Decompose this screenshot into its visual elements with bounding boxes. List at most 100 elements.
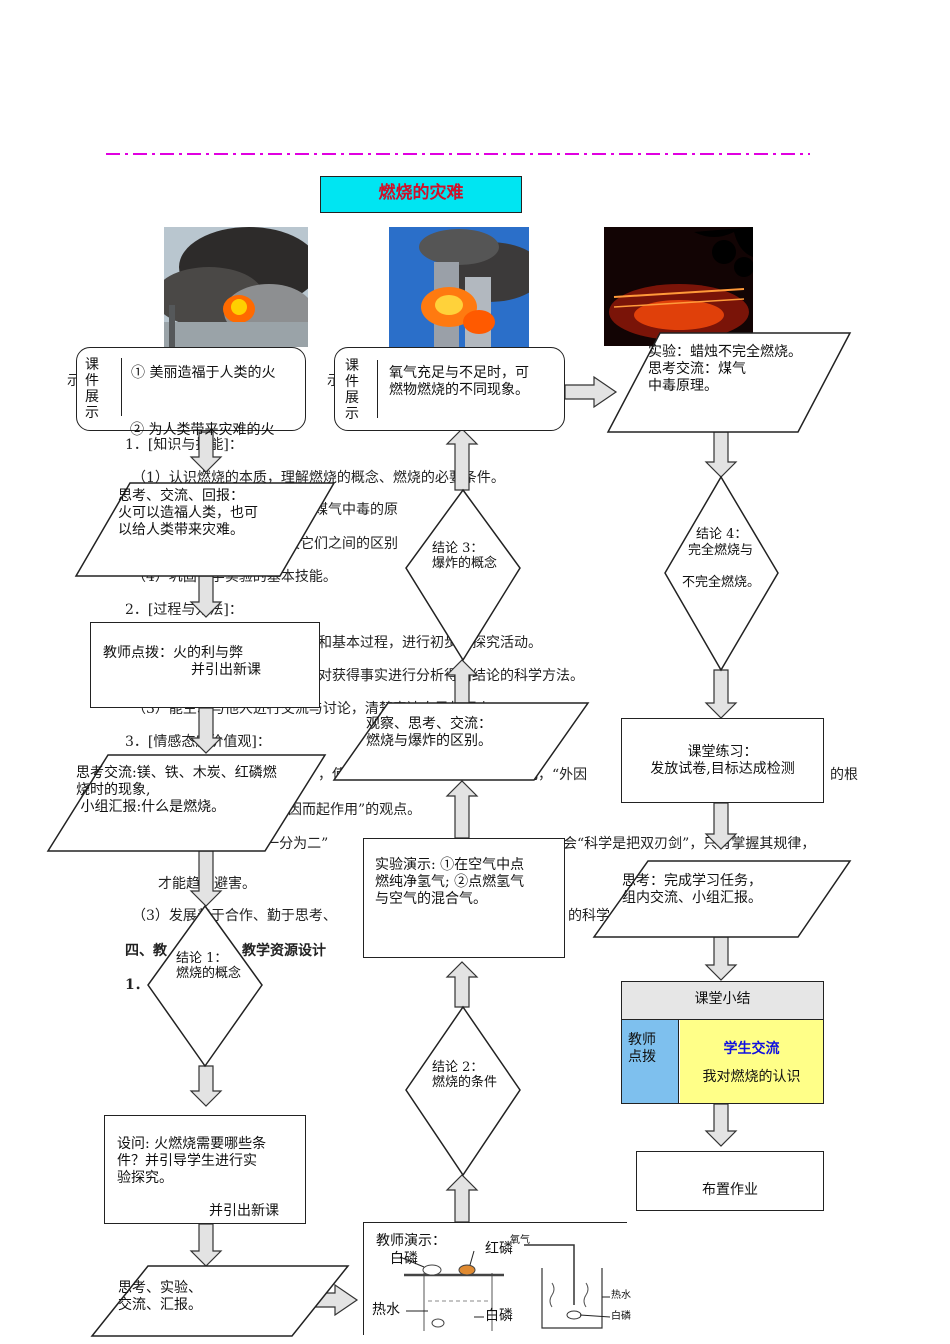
show1-divider <box>121 358 122 416</box>
summary-box: 课堂小结 教师点拨 学生交流 我对燃烧的认识 <box>621 981 824 1104</box>
bg-text-8: 对获得事实进行分析得出结论的科学方法。 <box>318 668 584 684</box>
label-oxygen: 氧气 <box>510 1235 530 1246</box>
practice-line1: 课堂练习： <box>687 744 758 760</box>
page-title: 燃烧的灾难 <box>378 183 464 203</box>
teacher-demo-title: 教师演示： <box>376 1233 446 1249</box>
concl1-text: 结论 1： 燃烧的概念 <box>176 951 242 981</box>
question-box: 设问: 火燃烧需要哪些条 件？并引导学生进行实 验探究。 并引出新课 <box>104 1115 306 1224</box>
arrow-up-4 <box>445 659 479 704</box>
arrow-down-c3-2 <box>704 669 738 719</box>
teacher-demo-box: 教师演示： 白磷 红磷 氧气 热水 白磷 热水 白磷 <box>363 1222 631 1335</box>
label-line-red <box>469 1250 475 1266</box>
photo-night-fire <box>604 227 753 346</box>
concl2-text: 结论 2： 燃烧的条件 <box>432 1060 498 1090</box>
arrow-up-3 <box>445 780 479 839</box>
homework-text: 布置作业 <box>702 1182 758 1198</box>
show2-tag: 课件展示 <box>345 358 359 422</box>
label-white-p-small: 白磷 <box>611 1311 631 1322</box>
night-fire-image <box>604 227 753 346</box>
bg-text-14: 因而起作用”的观点。 <box>288 802 422 818</box>
observe-text: 观察、思考、交流： 燃烧与爆炸的区别。 <box>366 716 492 749</box>
label-hot-water: 热水 <box>372 1302 400 1318</box>
summary-right-title: 学生交流 <box>723 1041 780 1057</box>
summary-header: 课堂小结 <box>622 982 823 1020</box>
teacher-hint-line1: 教师点拨：火的利与弊 <box>103 645 243 661</box>
concl4-shape <box>664 475 779 672</box>
show1-line2: ② 为人类带来灾难的火 <box>130 422 275 438</box>
concl1-shape <box>147 904 263 1068</box>
bg-text-18: （3）发展善于合作、勤于思考、 <box>132 908 337 924</box>
bg-text-4: 及它们之间的区别 <box>286 536 398 552</box>
concl2-shape <box>405 1005 521 1177</box>
photo-tower-fire <box>389 227 529 349</box>
oxygen-tube <box>524 1244 575 1305</box>
bg-text-16: 会“科学是把双刃剑”，只有掌握其规律， <box>563 836 816 852</box>
label-red-p: 红磷 <box>485 1241 513 1257</box>
think2-text: 思考交流:镁、铁、木炭、红磷燃 烧时的现象, 小组汇报:什么是燃烧。 <box>76 765 277 815</box>
arrow-down-c3-1 <box>704 431 738 478</box>
bg-text-2: （1）认识燃烧的本质，理解燃烧的概念、燃烧的必要条件。 <box>132 470 505 486</box>
show2-divider <box>377 360 378 418</box>
small-white-p <box>566 1310 582 1320</box>
question-text: 设问: 火燃烧需要哪些条 件？并引导学生进行实 验探究。 <box>117 1136 267 1186</box>
concl3-text: 结论 3： 爆炸的概念 <box>432 541 498 571</box>
show1-box: 课件展示 ① 美丽造福于人类的火 <box>76 347 306 431</box>
white-p-blob <box>422 1264 442 1276</box>
small-beaker <box>541 1268 603 1329</box>
arrow-down-c3-3 <box>704 802 738 850</box>
concl4-line2: 完全燃烧与 <box>688 543 754 558</box>
teacher-hint-box: 教师点拨：火的利与弊 并引出新课 <box>90 622 320 708</box>
arrow-up-2 <box>445 961 479 1008</box>
arrow-down-c3-5 <box>704 1103 738 1147</box>
summary-left: 教师点拨 <box>622 1020 679 1103</box>
summary-right: 学生交流 我对燃烧的认识 <box>680 1020 823 1103</box>
label-white-p2: 白磷 <box>485 1308 513 1324</box>
homework-box: 布置作业 <box>636 1151 824 1211</box>
arrow-down-c3-4 <box>704 936 738 981</box>
arrow-down-1 <box>189 431 223 473</box>
factory-fire-image <box>159 227 308 347</box>
question-sub: 并引出新课 <box>209 1203 279 1219</box>
exp-candle-text: 实验：蜡烛不完全燃烧。 思考交流：煤气 中毒原理。 <box>648 344 802 394</box>
bg-text-21: 教学资源设计 <box>242 943 326 959</box>
concl3-shape <box>405 488 521 662</box>
think1-text: 思考、交流、回报： 火可以造福人类，也可 以给人类带来灾难。 <box>118 488 258 538</box>
practice-line2: 发放试卷,目标达成检测 <box>650 761 795 777</box>
think3-shape <box>592 860 852 938</box>
label-line-whitep-small <box>579 1314 611 1318</box>
think3-text: 思考：完成学习任务， 组内交流、小组汇报。 <box>622 873 762 906</box>
show2-text: 氧气充足与不足时，可 燃物燃烧的不同现象。 <box>389 365 529 398</box>
underwater-white-p <box>431 1318 445 1328</box>
bg-text-20: 四、教 <box>125 943 167 959</box>
show1-tag: 课件展示 <box>85 357 99 421</box>
arrow-down-6 <box>189 1223 223 1267</box>
title-box: 燃烧的灾难 <box>320 176 522 213</box>
observe-shape <box>332 702 590 781</box>
exp-candle-shape <box>606 332 852 433</box>
bg-text-7: 和基本过程，进行初步的探究活动。 <box>318 635 542 651</box>
summary-left-text: 教师点拨 <box>628 1032 656 1065</box>
bubble-1 <box>549 1282 555 1308</box>
red-p-blob <box>458 1264 476 1276</box>
arrow-down-2 <box>189 575 223 618</box>
bg-text-13: 的根 <box>830 767 858 783</box>
exp-demo-box: 实验演示: ①在空气中点 燃纯净氢气; ②点燃氢气 与空气的混合气。 <box>363 838 565 958</box>
arrow-down-5 <box>189 1065 223 1107</box>
think1-shape <box>74 482 336 577</box>
label-white-p: 白磷 <box>390 1251 418 1267</box>
exp-demo-text: 实验演示: ①在空气中点 燃纯净氢气; ②点燃氢气 与空气的混合气。 <box>375 857 525 907</box>
bg-text-19: 的科学 <box>568 908 610 924</box>
apparatus-drawing <box>399 1244 611 1331</box>
label-hot-water-small: 热水 <box>611 1290 631 1301</box>
bg-text-22: 1． <box>125 977 149 993</box>
arrow-down-3 <box>189 707 223 754</box>
photo-factory-fire <box>159 227 308 347</box>
think4-text: 思考、实验、 交流、汇报。 <box>118 1280 202 1313</box>
label-line-white <box>399 1256 425 1268</box>
practice-box: 课堂练习： 发放试卷,目标达成检测 <box>621 718 824 803</box>
think4-shape <box>90 1265 350 1337</box>
arrow-right-top <box>564 375 618 409</box>
bubble-2 <box>583 1282 589 1308</box>
